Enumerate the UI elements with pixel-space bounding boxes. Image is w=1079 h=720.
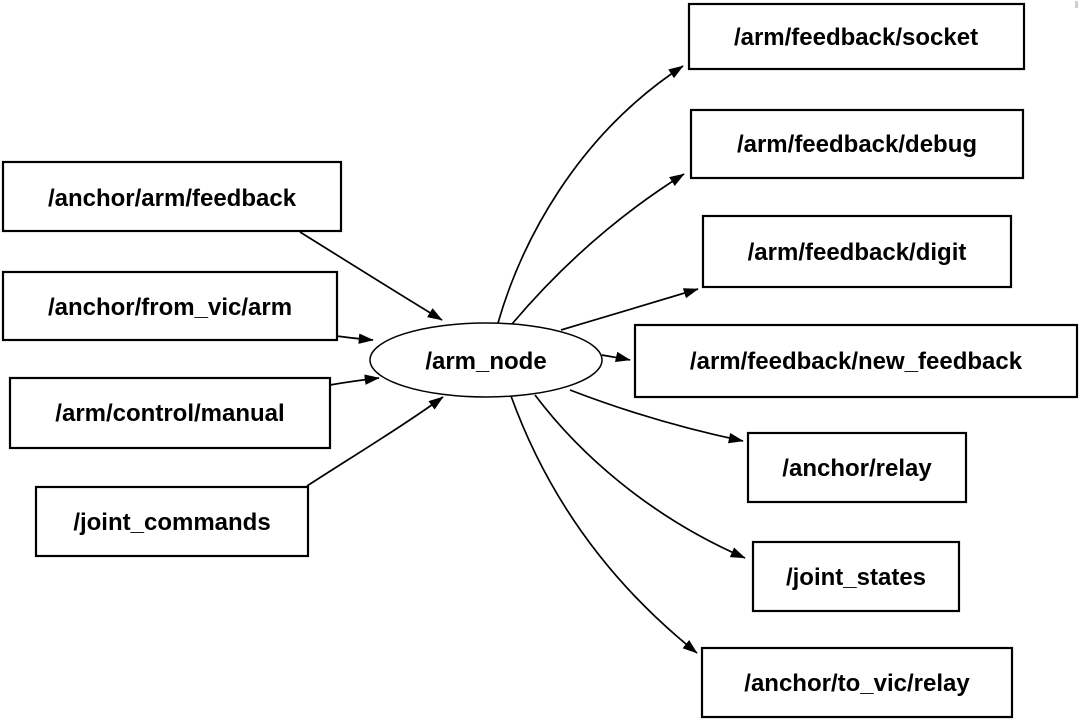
topic-box-arm-control-manual <box>8 376 332 450</box>
edge-arm-node-to-arm-feedback-digit <box>560 288 699 331</box>
center-node-group: /arm_node <box>369 322 603 398</box>
topic-box-anchor-from-vic-arm <box>1 270 339 342</box>
output-topic-group: /arm/feedback/socket /arm/feedback/debug… <box>633 2 1079 719</box>
topic-label-arm-feedback-new-feedback: /arm/feedback/new_feedback <box>690 348 1023 375</box>
topic-box-arm-feedback-new-feedback <box>633 323 1079 399</box>
topic-label-arm-feedback-socket: /arm/feedback/socket <box>734 24 978 51</box>
topic-label-anchor-from-vic-arm: /anchor/from_vic/arm <box>48 294 292 321</box>
edge-arm-node-to-joint-states <box>534 394 746 559</box>
corner-artifact <box>1075 1 1078 8</box>
edge-group <box>299 65 746 654</box>
topic-label-joint-commands: /joint_commands <box>73 509 270 536</box>
edge-anchor-arm-feedback-to-arm-node <box>299 231 443 321</box>
topic-label-joint-states: /joint_states <box>786 564 926 591</box>
node-label-arm-node: /arm_node <box>425 348 546 375</box>
edge-arm-node-to-anchor-to-vic-relay <box>510 395 698 654</box>
topic-label-anchor-arm-feedback: /anchor/arm/feedback <box>48 185 297 212</box>
edge-joint-commands-to-arm-node <box>306 396 444 487</box>
topic-box-anchor-arm-feedback <box>1 160 343 233</box>
topic-box-arm-feedback-socket <box>687 2 1026 71</box>
topic-box-arm-feedback-debug <box>689 108 1025 180</box>
topic-label-arm-control-manual: /arm/control/manual <box>55 400 284 427</box>
topic-label-anchor-relay: /anchor/relay <box>782 455 932 482</box>
topic-label-arm-feedback-debug: /arm/feedback/debug <box>737 131 977 158</box>
node-ellipse-arm-node <box>369 322 603 398</box>
topic-label-arm-feedback-digit: /arm/feedback/digit <box>748 239 967 266</box>
input-topic-group: /anchor/arm/feedback /anchor/from_vic/ar… <box>1 160 343 558</box>
topic-box-joint-states <box>751 540 961 613</box>
topic-box-arm-feedback-digit <box>701 214 1013 289</box>
topic-box-joint-commands <box>34 485 310 558</box>
edge-arm-node-to-anchor-relay <box>569 389 744 444</box>
edge-anchor-from-vic-arm-to-arm-node <box>336 333 374 344</box>
topic-label-anchor-to-vic-relay: /anchor/to_vic/relay <box>744 670 970 697</box>
topic-box-anchor-relay <box>746 431 968 504</box>
edge-arm-node-to-arm-feedback-debug <box>511 173 685 325</box>
edge-arm-node-to-arm-feedback-socket <box>497 65 684 324</box>
edge-arm-control-manual-to-arm-node <box>329 374 380 386</box>
topic-box-anchor-to-vic-relay <box>700 646 1014 719</box>
edge-arm-node-to-arm-feedback-new-feedback <box>601 351 631 363</box>
